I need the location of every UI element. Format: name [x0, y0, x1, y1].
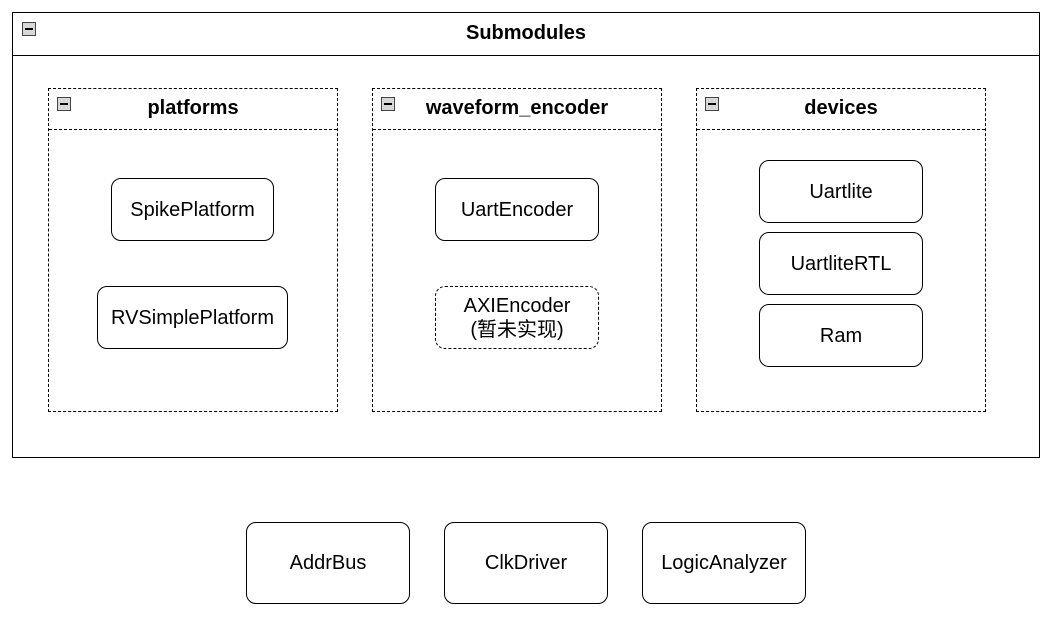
group-title: devices — [804, 97, 878, 119]
module-box[interactable]: SpikePlatform — [111, 178, 274, 241]
module-box[interactable]: UartliteRTL — [759, 232, 923, 295]
submodules-header: Submodules — [13, 13, 1039, 56]
module-box[interactable]: Uartlite — [759, 160, 923, 223]
module-box[interactable]: Ram — [759, 304, 923, 367]
module-box[interactable]: LogicAnalyzer — [642, 522, 806, 604]
module-box[interactable]: UartEncoder — [435, 178, 599, 241]
collapse-icon[interactable] — [705, 97, 719, 111]
module-box[interactable]: AddrBus — [246, 522, 410, 604]
group-header: devices — [697, 89, 985, 130]
pending-module-note: (暂未实现) — [470, 318, 564, 341]
group-header: platforms — [49, 89, 337, 130]
collapse-icon[interactable] — [57, 97, 71, 111]
module-box[interactable]: RVSimplePlatform — [97, 286, 288, 349]
module-box[interactable]: ClkDriver — [444, 522, 608, 604]
group-waveform-encoder: waveform_encoder — [372, 88, 662, 412]
collapse-icon[interactable] — [22, 22, 36, 36]
collapse-icon[interactable] — [381, 97, 395, 111]
group-title: platforms — [147, 97, 239, 119]
group-title: waveform_encoder — [425, 97, 609, 119]
submodules-title: Submodules — [465, 22, 586, 44]
pending-module-box[interactable]: AXIEncoder (暂未实现) — [435, 286, 599, 349]
group-header: waveform_encoder — [373, 89, 661, 130]
pending-module-name: AXIEncoder — [463, 294, 571, 317]
group-platforms: platforms — [48, 88, 338, 412]
